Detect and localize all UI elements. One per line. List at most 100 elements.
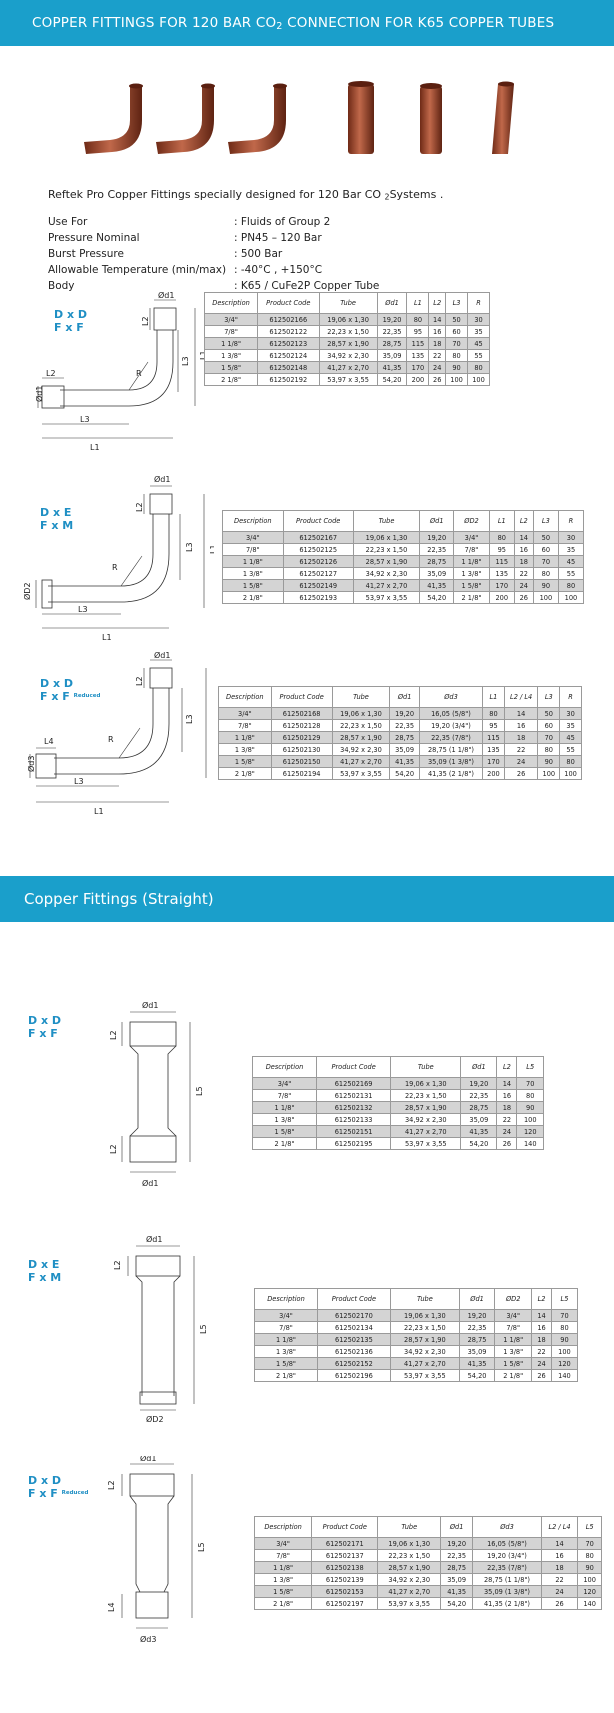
svg-text:Ød1: Ød1 <box>142 1000 158 1010</box>
property-row: Body: K65 / CuFe2P Copper Tube <box>48 280 380 292</box>
svg-text:Ød1: Ød1 <box>34 386 44 402</box>
intro-text: Reftek Pro Copper Fittings specially des… <box>48 188 444 202</box>
straight-drawing-2: Ød1 L2 L5 ØD2 <box>113 1236 208 1422</box>
svg-text:Ød1: Ød1 <box>140 1456 156 1463</box>
svg-text:Ød1: Ød1 <box>158 292 174 300</box>
header-band: COPPER FITTINGS FOR 120 BAR CO2 CONNECTI… <box>0 0 614 46</box>
svg-text:L3: L3 <box>185 714 194 724</box>
elbow-photo-1 <box>84 83 143 154</box>
svg-text:L2: L2 <box>141 316 150 326</box>
product-images <box>84 81 514 154</box>
svg-text:ØD2: ØD2 <box>146 1414 164 1422</box>
svg-text:L4: L4 <box>107 1602 116 1612</box>
svg-text:Ød1: Ød1 <box>154 652 170 660</box>
svg-text:L1: L1 <box>102 633 112 642</box>
svg-text:L1: L1 <box>209 544 214 554</box>
elbow-drawing-1: Ød1 L2 L3 L1 R L2 Ød1 L3 L1 <box>34 292 208 452</box>
property-row: Use For: Fluids of Group 2 <box>48 216 331 228</box>
svg-text:L5: L5 <box>195 1086 204 1096</box>
svg-text:L3: L3 <box>185 542 194 552</box>
svg-text:L1: L1 <box>211 718 212 728</box>
property-row: Pressure Nominal: PN45 – 120 Bar <box>48 232 322 244</box>
svg-text:L2: L2 <box>109 1144 118 1154</box>
elbow-photo-3 <box>228 83 287 154</box>
svg-text:L2: L2 <box>135 676 144 686</box>
svg-text:L2: L2 <box>135 502 144 512</box>
elbow-photo-2 <box>156 83 215 154</box>
properties-list: Use For: Fluids of Group 2 Pressure Nomi… <box>48 216 468 296</box>
property-row: Burst Pressure: 500 Bar <box>48 248 283 260</box>
svg-text:Ød3: Ød3 <box>26 756 36 772</box>
svg-text:L3: L3 <box>181 356 190 366</box>
svg-text:L4: L4 <box>44 737 54 746</box>
svg-text:ØD2: ØD2 <box>22 582 32 600</box>
svg-text:Ød1: Ød1 <box>146 1236 162 1244</box>
page-title: COPPER FITTINGS FOR 120 BAR CO2 CONNECTI… <box>32 15 555 32</box>
straight-photo-1 <box>348 81 374 154</box>
straight-drawing-1: Ød1 L2 L2 L5 Ød1 <box>109 1000 204 1188</box>
straight-photo-3 <box>492 81 514 154</box>
property-row: Allowable Temperature (min/max): -40°C ,… <box>48 264 323 276</box>
svg-text:Ød1: Ød1 <box>142 1178 158 1188</box>
svg-text:R: R <box>112 563 118 572</box>
section-band-straight: Copper Fittings (Straight) <box>0 876 614 922</box>
svg-text:L1: L1 <box>94 807 104 816</box>
elbow-drawing-2: Ød1 L2 L3 L1 R ØD2 L3 L1 <box>22 476 214 642</box>
straight-drawing-3: Ød1 L2 L4 L5 Ød3 <box>107 1456 206 1644</box>
svg-text:L1: L1 <box>90 443 100 452</box>
section-title: Copper Fittings (Straight) <box>24 890 214 908</box>
svg-text:L5: L5 <box>197 1542 206 1552</box>
svg-text:L2: L2 <box>113 1260 122 1270</box>
svg-text:L3: L3 <box>74 777 84 786</box>
svg-text:L2: L2 <box>107 1480 116 1490</box>
svg-text:Ød3: Ød3 <box>140 1634 156 1644</box>
svg-text:L3: L3 <box>80 415 90 424</box>
svg-text:R: R <box>108 735 114 744</box>
